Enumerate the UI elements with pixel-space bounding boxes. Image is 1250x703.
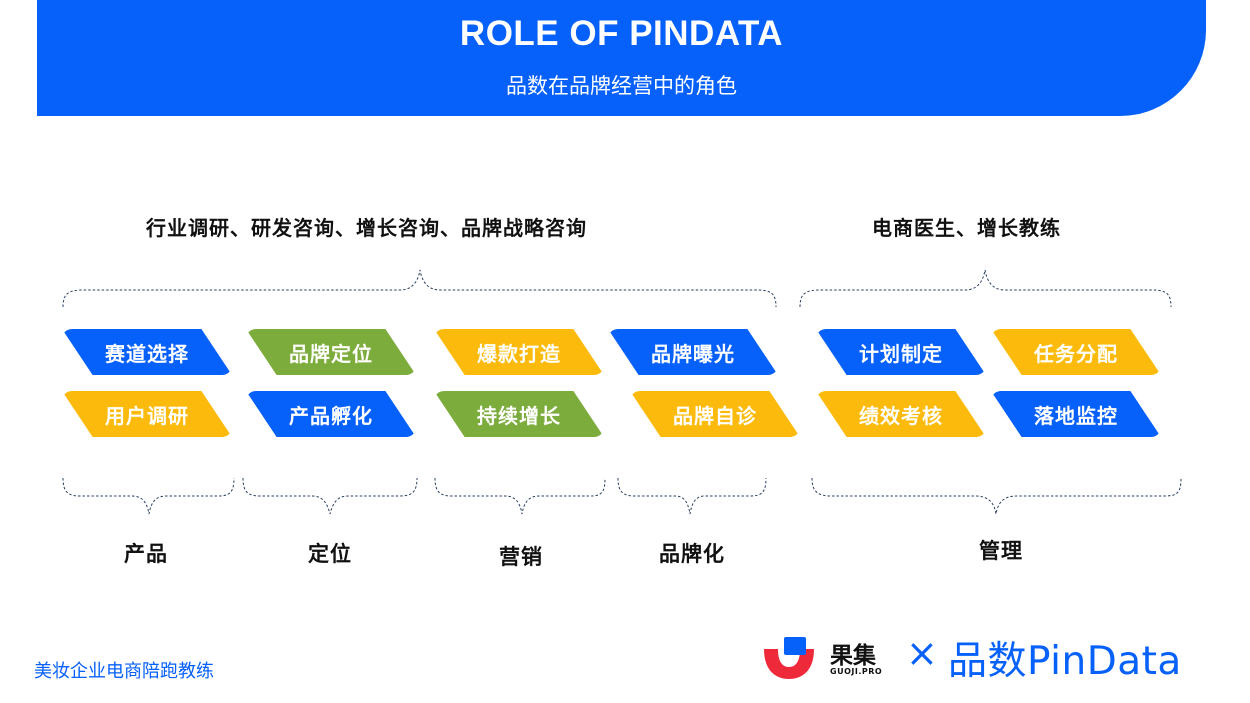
tag-task-allocation: 任务分配 xyxy=(991,329,1161,375)
category-product: 产品 xyxy=(124,542,168,566)
tag-landing-monitoring: 落地监控 xyxy=(991,391,1161,437)
guoji-logo-icon xyxy=(764,637,814,679)
guoji-logo-text: 果集 xyxy=(830,643,876,669)
category-positioning: 定位 xyxy=(308,542,352,566)
page-title: ROLE OF PINDATA xyxy=(459,14,784,53)
tag-brand-positioning: 品牌定位 xyxy=(246,329,416,375)
tag-brand-exposure: 品牌曝光 xyxy=(608,329,778,375)
category-branding: 品牌化 xyxy=(659,542,725,566)
tag-user-research: 用户调研 xyxy=(62,391,232,437)
bottom-brace-branding xyxy=(617,477,767,515)
tag-plan-making: 计划制定 xyxy=(816,329,986,375)
top-brace-left xyxy=(62,269,777,308)
pindata-logo-text: 品数PinData xyxy=(948,639,1182,684)
logo-separator: × xyxy=(906,631,938,675)
category-marketing: 营销 xyxy=(499,545,543,569)
tag-product-incubation: 产品孵化 xyxy=(246,391,416,437)
bottom-brace-marketing xyxy=(434,477,606,515)
tag-continuous-growth: 持续增长 xyxy=(434,391,604,437)
bottom-brace-management xyxy=(811,477,1182,515)
guoji-logo-domain: GUOJI.PRO xyxy=(830,667,883,676)
header-banner: ROLE OF PINDATA 品数在品牌经营中的角色 xyxy=(37,0,1206,116)
footer-slogan: 美妆企业电商陪跑教练 xyxy=(34,661,214,682)
tag-track-selection: 赛道选择 xyxy=(62,329,232,375)
group-heading-consulting: 行业调研、研发咨询、增长咨询、品牌战略咨询 xyxy=(146,216,587,240)
tag-performance-review: 绩效考核 xyxy=(816,391,986,437)
bottom-brace-positioning xyxy=(242,477,418,515)
category-management: 管理 xyxy=(979,539,1023,563)
top-brace-right xyxy=(799,269,1172,308)
tag-hit-product: 爆款打造 xyxy=(434,329,604,375)
group-heading-coaching: 电商医生、增长教练 xyxy=(872,216,1061,240)
page-subtitle: 品数在品牌经营中的角色 xyxy=(506,74,737,98)
tag-brand-self-diagnosis: 品牌自诊 xyxy=(630,391,800,437)
bottom-brace-product xyxy=(62,477,235,515)
